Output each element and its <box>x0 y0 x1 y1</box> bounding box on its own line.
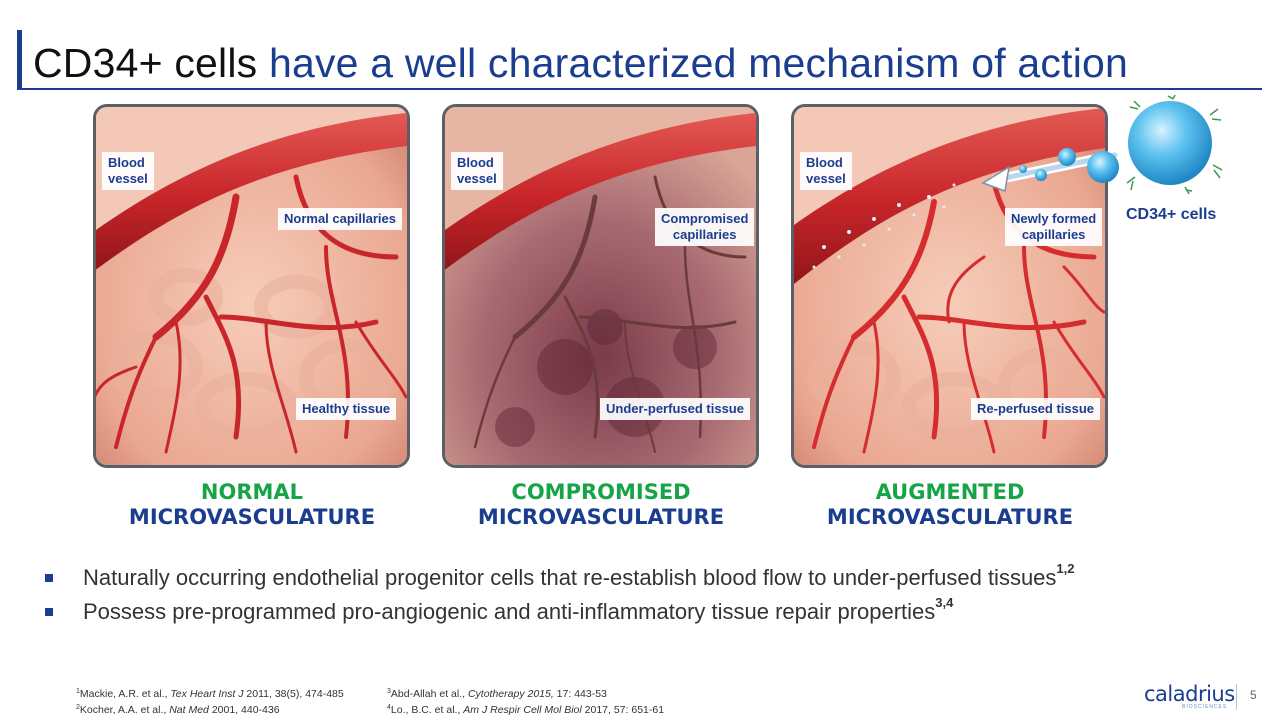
reference-item: 2Kocher, A.A. et al., Nat Med 2001, 440-… <box>76 704 280 716</box>
reference-item: 4Lo., B.C. et al., Am J Respir Cell Mol … <box>387 704 665 716</box>
title-accent-bar <box>17 30 22 88</box>
tissue-label: Healthy tissue <box>296 398 397 420</box>
square-bullet-icon <box>45 608 53 616</box>
tissue-label: Re-perfused tissue <box>971 398 1101 420</box>
title-highlight: CD34+ cells <box>33 40 258 86</box>
cd34-cell-icon <box>981 95 1223 195</box>
reference-item: 1Mackie, A.R. et al., Tex Heart Inst J 2… <box>76 688 344 700</box>
reference-item: 3Abd-Allah et al., Cytotherapy 2015, 17:… <box>387 688 607 700</box>
square-bullet-icon <box>45 574 53 582</box>
normal-microvasculature-illustration <box>96 107 407 465</box>
bullet-item: Naturally occurring endothelial progenit… <box>44 561 1075 595</box>
capillaries-label: Normal capillaries <box>278 208 402 230</box>
page-number: 5 <box>1250 688 1257 702</box>
bullet-item: Possess pre-programmed pro-angiogenic an… <box>44 595 1075 629</box>
title-rest: have a well characterized mechanism of a… <box>257 40 1129 86</box>
title-underline <box>17 88 1262 90</box>
references-right: 3Abd-Allah et al., Cytotherapy 2015, 17:… <box>387 686 664 718</box>
cd34-cells-label: CD34+ cells <box>1126 206 1217 223</box>
footer-divider <box>1236 684 1237 710</box>
caladrius-logo: caladrius BIOSCIENCES <box>1144 682 1235 710</box>
references-left: 1Mackie, A.R. et al., Tex Heart Inst J 2… <box>76 686 344 718</box>
tissue-label: Under-perfused tissue <box>600 398 750 420</box>
bullet-list: Naturally occurring endothelial progenit… <box>44 561 1075 629</box>
slide-title: CD34+ cells have a well characterized me… <box>33 38 1128 88</box>
